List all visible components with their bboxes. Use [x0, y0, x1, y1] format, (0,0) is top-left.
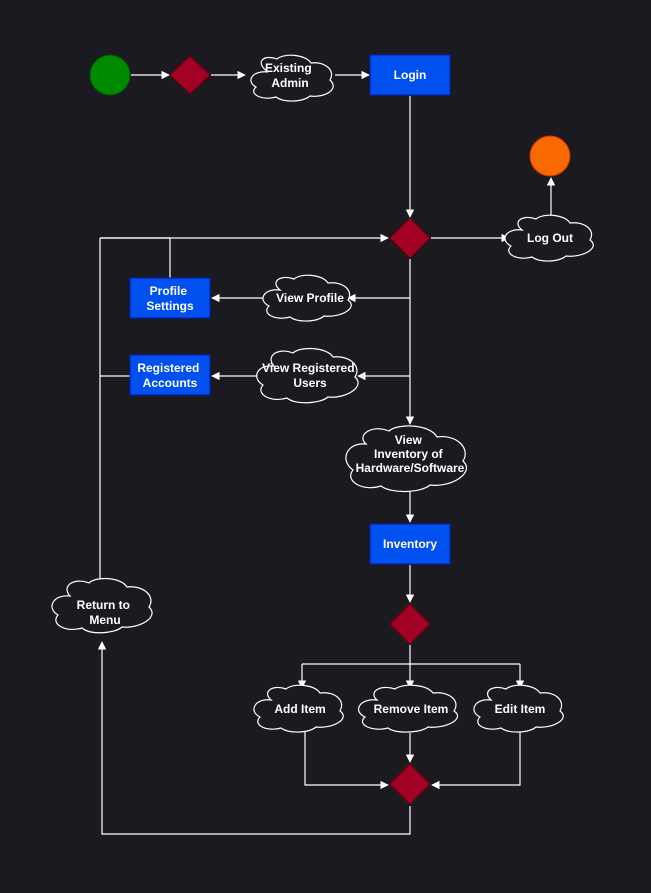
- add-item-label: Add Item: [274, 702, 325, 716]
- log-out-cloud: Log Out: [504, 214, 594, 262]
- menu-decision-diamond: [389, 217, 431, 259]
- edit-item-label: Edit Item: [495, 702, 546, 716]
- remove-item-cloud: Remove Item: [358, 684, 458, 733]
- login-label: Login: [394, 68, 427, 82]
- inventory-decision-diamond: [389, 603, 431, 645]
- view-profile-cloud: View Profile: [262, 274, 352, 322]
- existing-admin-label: Existing Admin: [265, 61, 315, 90]
- edge-profile-settings-up: [100, 237, 171, 278]
- registered-accounts-label: Registered Accounts: [137, 361, 202, 390]
- profile-settings-box: Profile Settings: [129, 277, 211, 319]
- inventory-label: Inventory: [383, 537, 437, 551]
- view-registered-users-cloud: View Registered Users: [256, 347, 359, 404]
- edge-add-item-to-merge: [304, 731, 389, 790]
- return-to-menu-cloud: Return to Menu: [51, 577, 153, 634]
- view-inventory-cloud: View Inventory of Hardware/Software: [345, 425, 467, 493]
- login-box: Login: [369, 54, 451, 96]
- edges: [97, 70, 556, 835]
- return-to-menu-label: Return to Menu: [77, 598, 134, 627]
- decision-diamond-start: [169, 55, 211, 95]
- view-inventory-label: View Inventory of Hardware/Software: [356, 433, 465, 475]
- start-node: [89, 54, 131, 96]
- edit-item-cloud: Edit Item: [473, 684, 564, 733]
- end-node: [529, 135, 571, 177]
- view-profile-label: View Profile: [276, 291, 344, 305]
- remove-item-label: Remove Item: [374, 702, 449, 716]
- edge-merge-to-return-to-menu: [97, 641, 411, 835]
- profile-settings-label: Profile Settings: [146, 284, 194, 313]
- registered-accounts-box: Registered Accounts: [129, 354, 211, 396]
- inventory-box: Inventory: [369, 523, 451, 565]
- add-item-cloud: Add Item: [253, 684, 344, 733]
- existing-admin-cloud: Existing Admin: [250, 54, 334, 102]
- merge-decision-diamond: [389, 763, 431, 805]
- log-out-label: Log Out: [527, 231, 573, 245]
- edge-edit-item-to-merge: [431, 731, 521, 790]
- view-registered-users-label: View Registered Users: [262, 361, 358, 390]
